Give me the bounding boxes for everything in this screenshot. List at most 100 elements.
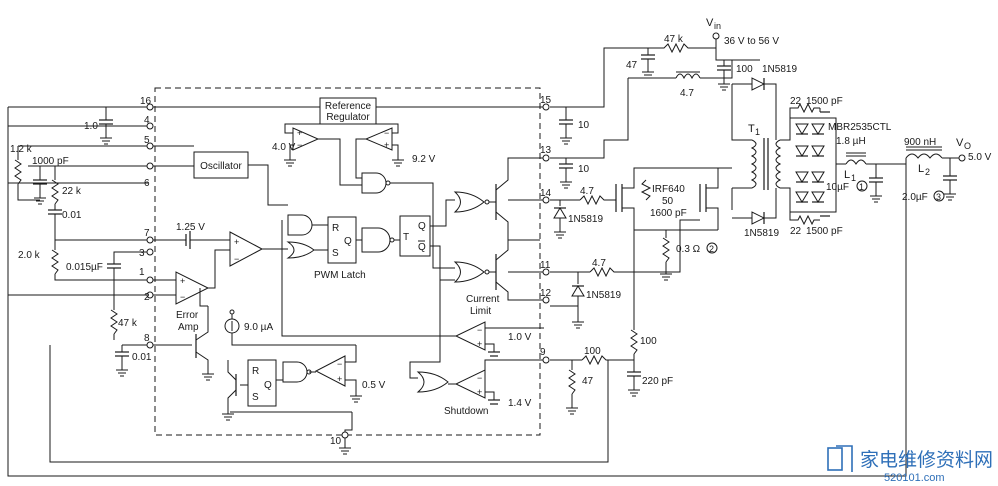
c-220pf-label: 220 pF (642, 376, 673, 387)
vin-label: V (706, 17, 714, 29)
vo-label: V (956, 137, 964, 149)
c-47-label: 47 (626, 60, 638, 71)
l2-value: 900 nH (904, 137, 936, 148)
c-100-label: 100 (736, 64, 753, 75)
r-47k-a-label: 47 k (118, 318, 138, 329)
svg-text:+: + (384, 140, 389, 150)
voltage-1v0: 1.0 V (508, 332, 532, 343)
svg-text:2: 2 (144, 292, 150, 303)
svg-text:−: − (477, 325, 482, 335)
watermark-text: 家电维修资料网 (860, 449, 993, 471)
d-1n5819-d-label: 1N5819 (744, 228, 779, 239)
output-driver-b (495, 240, 544, 301)
svg-text:Regulator: Regulator (326, 112, 370, 123)
comparator-0v5: − + (314, 355, 346, 387)
svg-text:1: 1 (851, 173, 856, 183)
l1-label: L (844, 169, 850, 181)
svg-text:2: 2 (925, 167, 930, 177)
vo-value: 5.0 V (968, 152, 992, 163)
shutdown-latch: R S Q (247, 359, 277, 407)
r-2-0k-label: 2.0 k (18, 250, 41, 261)
r-1-2k-label: 1.2 k (10, 144, 33, 155)
mosfet-a (615, 167, 732, 230)
svg-text:Q: Q (418, 242, 426, 253)
svg-text:Amp: Amp (178, 322, 199, 333)
voltage-0v5: 0.5 V (362, 380, 386, 391)
svg-text:Q: Q (344, 236, 352, 247)
c-2uf-label: 2.0µF (902, 192, 928, 203)
shutdown-or-gate (416, 371, 449, 393)
comparator-1v4: − + (454, 369, 486, 399)
c-10-b-label: 10 (578, 164, 590, 175)
svg-text:11: 11 (540, 260, 551, 271)
snubber-top: 22 1500 pF (789, 96, 843, 118)
transformer-t1: T 1 (748, 123, 782, 190)
svg-text:Oscillator: Oscillator (200, 161, 242, 172)
error-amp: + − Error Amp (175, 271, 210, 333)
c-1000pf-label: 1000 pF (32, 156, 69, 167)
current-source-9ua: 9.0 µA (224, 318, 273, 334)
svg-text:15: 15 (540, 95, 552, 106)
svg-text:in: in (714, 21, 721, 31)
oscillator-block: Oscillator (193, 151, 249, 179)
svg-text:−: − (337, 359, 342, 369)
d-1n5819-a-label: 1N5819 (762, 64, 797, 75)
l2-label: L (918, 163, 924, 175)
svg-text:R: R (252, 366, 259, 377)
svg-text:1: 1 (755, 127, 760, 137)
shutdown-label: Shutdown (444, 406, 488, 417)
r-47-label: 47 (582, 376, 594, 387)
svg-text:4: 4 (144, 115, 150, 126)
svg-text:3: 3 (139, 248, 145, 259)
watermark: 家电维修资料网 520101.com (827, 445, 993, 484)
svg-text:8: 8 (144, 333, 150, 344)
and-gate-top (361, 172, 391, 194)
current-limit-label: Current (466, 294, 500, 305)
svg-text:Reference: Reference (325, 101, 372, 112)
c-1-0-label: 1.0 (84, 121, 98, 132)
watermark-url: 520101.com (884, 472, 945, 484)
svg-text:+: + (180, 276, 185, 286)
c-0-01-a-label: 0.01 (62, 210, 82, 221)
r-4-7-b-label: 4.7 (592, 258, 606, 269)
current-limit-label-2: Limit (470, 306, 491, 317)
c-0-015uf-label: 0.015µF (66, 262, 103, 273)
d-1n5819-b-label: 1N5819 (568, 214, 603, 225)
svg-text:9.0 µA: 9.0 µA (244, 322, 273, 333)
svg-text:S: S (332, 248, 339, 259)
voltage-4v: 4.0 V (272, 142, 296, 153)
comparator-9v: − + (364, 127, 393, 151)
svg-text:+: + (297, 128, 302, 138)
svg-text:T: T (748, 123, 755, 135)
svg-text:T: T (403, 232, 409, 243)
r-100-b-label: 100 (584, 346, 601, 357)
voltage-1v25: 1.25 V (176, 222, 205, 233)
toggle-flip-flop: T Q Q (399, 215, 431, 257)
svg-text:14: 14 (540, 188, 552, 199)
svg-text:1500 pF: 1500 pF (806, 226, 843, 237)
note-3: 3 (936, 192, 941, 202)
svg-text:5: 5 (144, 135, 150, 146)
svg-text:−: − (477, 373, 482, 383)
vin-range: 36 V to 56 V (724, 36, 779, 47)
svg-text:+: + (234, 237, 239, 247)
r-100-a-label: 100 (640, 336, 657, 347)
mbr-label: MBR2535CTL (828, 122, 892, 133)
svg-text:R: R (332, 223, 339, 234)
c-10uf-label: 10µF (826, 182, 849, 193)
svg-text:13: 13 (540, 145, 552, 156)
svg-text:−: − (234, 254, 239, 264)
l-4-7-label: 4.7 (680, 88, 694, 99)
pwm-latch: R S Q PWM Latch (314, 216, 366, 281)
svg-text:16: 16 (140, 96, 152, 107)
svg-text:6: 6 (144, 178, 150, 189)
voltage-9v2: 9.2 V (412, 154, 436, 165)
d-1n5819-c-label: 1N5819 (586, 290, 621, 301)
r-0-3-label: 0.3 Ω (676, 244, 701, 255)
svg-text:Q: Q (264, 380, 272, 391)
snubber-bottom: 22 1500 pF (789, 212, 843, 237)
svg-text:Error: Error (176, 310, 199, 321)
svg-text:12: 12 (540, 288, 552, 299)
svg-text:22: 22 (790, 226, 802, 237)
